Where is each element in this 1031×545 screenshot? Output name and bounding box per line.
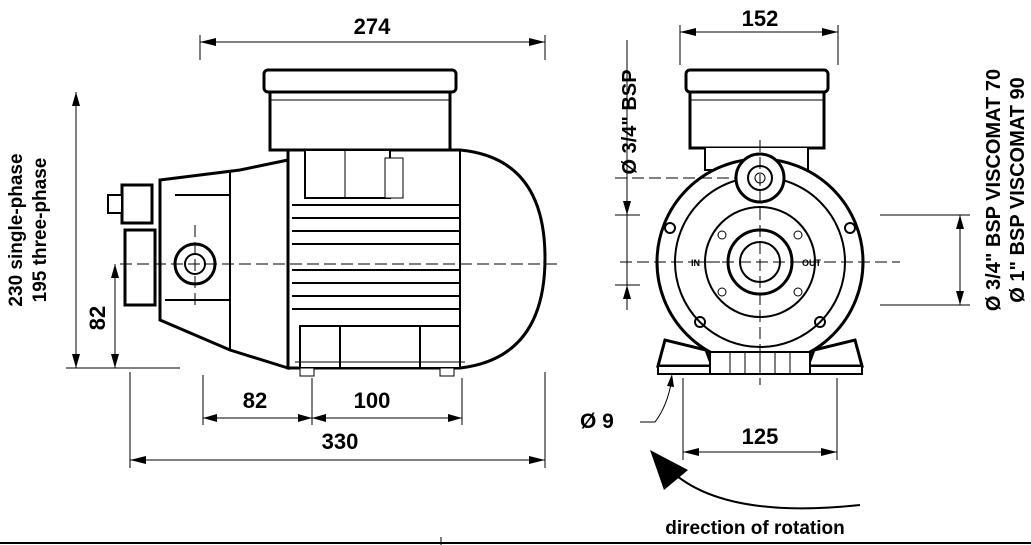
hole-leader: Ø 9 [580, 374, 674, 433]
dim-base: 82 100 [202, 375, 463, 425]
hole-label: Ø 9 [580, 410, 614, 433]
motor-body [286, 148, 547, 377]
foot-spacing-label: 100 [354, 388, 391, 413]
top-port-label: Ø 3/4" BSP [619, 69, 641, 174]
dim-total-length: 330 [129, 372, 546, 468]
cooling-fins [292, 204, 460, 310]
rotation-caption: direction of rotation [665, 518, 844, 539]
shaft-height-label: 82 [85, 306, 110, 330]
side-view: 274 82 100 330 [6, 14, 560, 468]
dim-shaft-height: 82 [85, 264, 180, 369]
inlet-label: IN [691, 258, 700, 268]
dim-side-port: Ø 3/4" BSP VISCOMAT 70 Ø 1" BSP VISCOMAT… [880, 69, 1029, 311]
front-junction-box [684, 68, 830, 171]
height-three-phase-label: 195 three-phase [30, 158, 51, 303]
dim-overall-length: 274 [199, 14, 546, 60]
overall-length-label: 274 [354, 14, 391, 39]
dim-front-feet: 125 [682, 378, 838, 460]
total-length-label: 330 [322, 429, 359, 454]
side-port-label-2: Ø 1" BSP VISCOMAT 90 [1007, 77, 1029, 302]
front-view: IN OUT 152 [580, 6, 1029, 539]
junction-box [262, 68, 458, 152]
base-offset-label: 82 [243, 388, 267, 413]
dim-total-height: 230 single-phase 195 three-phase [6, 92, 105, 369]
outlet-label: OUT [802, 258, 822, 268]
dim-top-port: Ø 3/4" BSP [615, 40, 641, 310]
front-feet-label: 125 [742, 424, 779, 449]
side-port-label-1: Ø 3/4" BSP VISCOMAT 70 [983, 69, 1005, 311]
height-single-phase-label: 230 single-phase [6, 153, 27, 306]
front-width-label: 152 [742, 6, 779, 31]
dim-front-width: 152 [679, 6, 839, 65]
rotation-arrow-icon [650, 450, 861, 510]
